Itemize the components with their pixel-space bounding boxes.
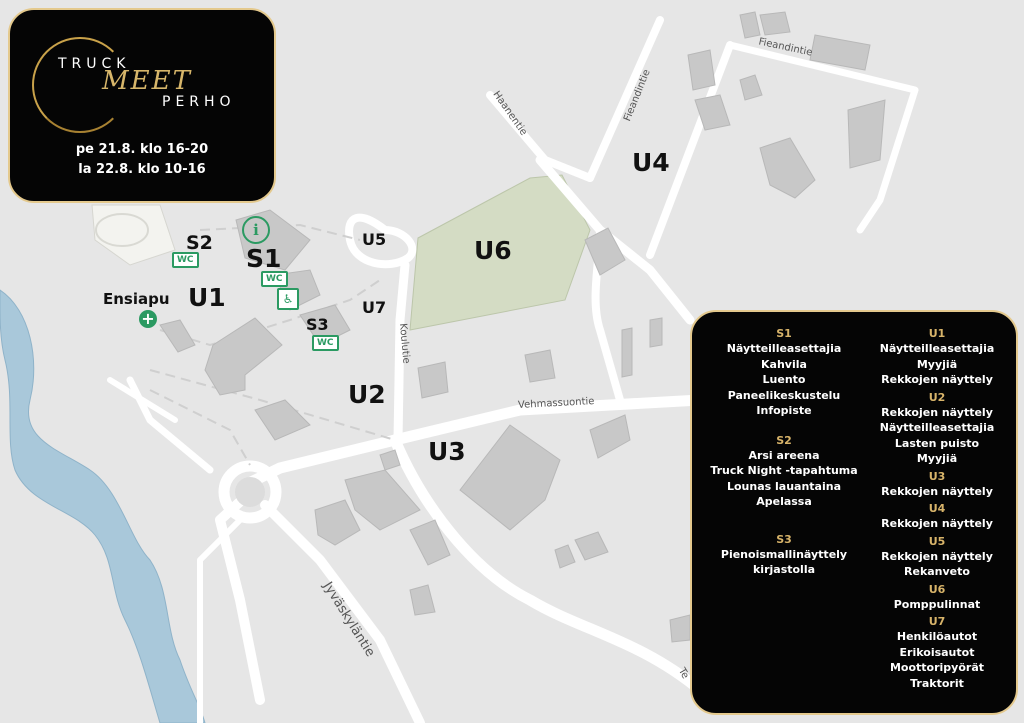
logo-meet-text: MEET bbox=[102, 66, 192, 96]
legend-heading: U7 bbox=[928, 615, 946, 628]
legend-item: Erikoisautot bbox=[899, 645, 975, 659]
logo-truck-text: TRUCK bbox=[58, 56, 131, 72]
legend-item: Arsi areena bbox=[748, 448, 820, 462]
zone-label-s3: S3 bbox=[306, 315, 329, 334]
zone-label-s2: S2 bbox=[186, 232, 213, 254]
wc-icon-s3: WC bbox=[312, 335, 339, 351]
legend-item: Rekkojen näyttely bbox=[881, 517, 993, 530]
legend-heading: U6 bbox=[928, 582, 946, 596]
legend-item: Henkilöautot bbox=[896, 630, 978, 643]
date-line-saturday: la 22.8. klo 10-16 bbox=[78, 162, 206, 177]
zone-label-u4: U4 bbox=[632, 148, 670, 177]
legend-item: Rekkojen näyttely bbox=[881, 549, 993, 563]
legend-item: Traktorit bbox=[910, 676, 964, 690]
wc-icon-s1: WC bbox=[261, 271, 288, 287]
legend-item: Paneelikeskustelu bbox=[727, 388, 841, 402]
zone-label-u5: U5 bbox=[362, 230, 387, 249]
legend-heading: U1 bbox=[928, 327, 946, 340]
legend-heading: S3 bbox=[776, 532, 792, 546]
legend-item: Rekkojen näyttely bbox=[881, 405, 993, 419]
legend-item: Pienoismallinäyttely bbox=[720, 547, 848, 561]
legend-item: Rekanveto bbox=[904, 565, 970, 578]
legend-item: Lounas lauantaina bbox=[726, 479, 841, 493]
legend-heading: S1 bbox=[776, 327, 792, 340]
zone-label-u1: U1 bbox=[188, 283, 226, 312]
event-dates: pe 21.8. klo 16-20 la 22.8. klo 10-16 bbox=[10, 140, 274, 180]
legend-item: Truck Night -tapahtuma bbox=[710, 464, 858, 477]
legend-item: Moottoripyörät bbox=[889, 661, 985, 674]
legend-item: kirjastolla bbox=[752, 563, 816, 576]
legend-heading: U3 bbox=[928, 469, 946, 483]
legend-item: Myyjiä bbox=[916, 357, 958, 371]
legend-heading: S2 bbox=[776, 433, 792, 447]
logo-ring-icon bbox=[32, 37, 128, 133]
wc-icon-s2: WC bbox=[172, 252, 199, 268]
zone-label-u2: U2 bbox=[348, 380, 386, 409]
legend-heading: U4 bbox=[928, 502, 946, 515]
zone-label-u7: U7 bbox=[362, 298, 387, 317]
legend-item: Pomppulinnat bbox=[893, 597, 981, 611]
first-aid-label: Ensiapu bbox=[103, 290, 170, 308]
park-area bbox=[409, 174, 591, 331]
date-line-friday: pe 21.8. klo 16-20 bbox=[75, 142, 209, 157]
legend-item: Rekkojen näyttely bbox=[881, 373, 993, 386]
legend-item: Myyjiä bbox=[916, 452, 958, 465]
legend-item: Näytteilleasettajia bbox=[879, 421, 995, 434]
event-header-card: TRUCK MEET PERHO pe 21.8. klo 16-20 la 2… bbox=[8, 8, 276, 203]
legend-heading: U5 bbox=[928, 534, 946, 548]
legend-item: Kahvila bbox=[761, 357, 807, 371]
first-aid-icon: + bbox=[139, 310, 157, 328]
legend-item: Luento bbox=[762, 373, 806, 386]
zone-label-s1: S1 bbox=[246, 244, 282, 273]
legend-item: Rekkojen näyttely bbox=[881, 484, 993, 498]
legend-item: Näytteilleasettajia bbox=[726, 342, 842, 355]
legend-item: Apelassa bbox=[756, 495, 812, 508]
zone-label-u6: U6 bbox=[474, 236, 512, 265]
zone-label-u3: U3 bbox=[428, 437, 466, 466]
info-point-icon: i bbox=[242, 216, 270, 244]
legend-heading: U2 bbox=[928, 390, 946, 404]
legend-item: Näytteilleasettajia bbox=[879, 342, 995, 355]
accessible-wc-icon: ♿ bbox=[277, 288, 299, 310]
legend-item: Lasten puisto bbox=[894, 436, 980, 450]
logo-perho-text: PERHO bbox=[162, 94, 236, 110]
legend-item: Infopiste bbox=[756, 404, 812, 417]
